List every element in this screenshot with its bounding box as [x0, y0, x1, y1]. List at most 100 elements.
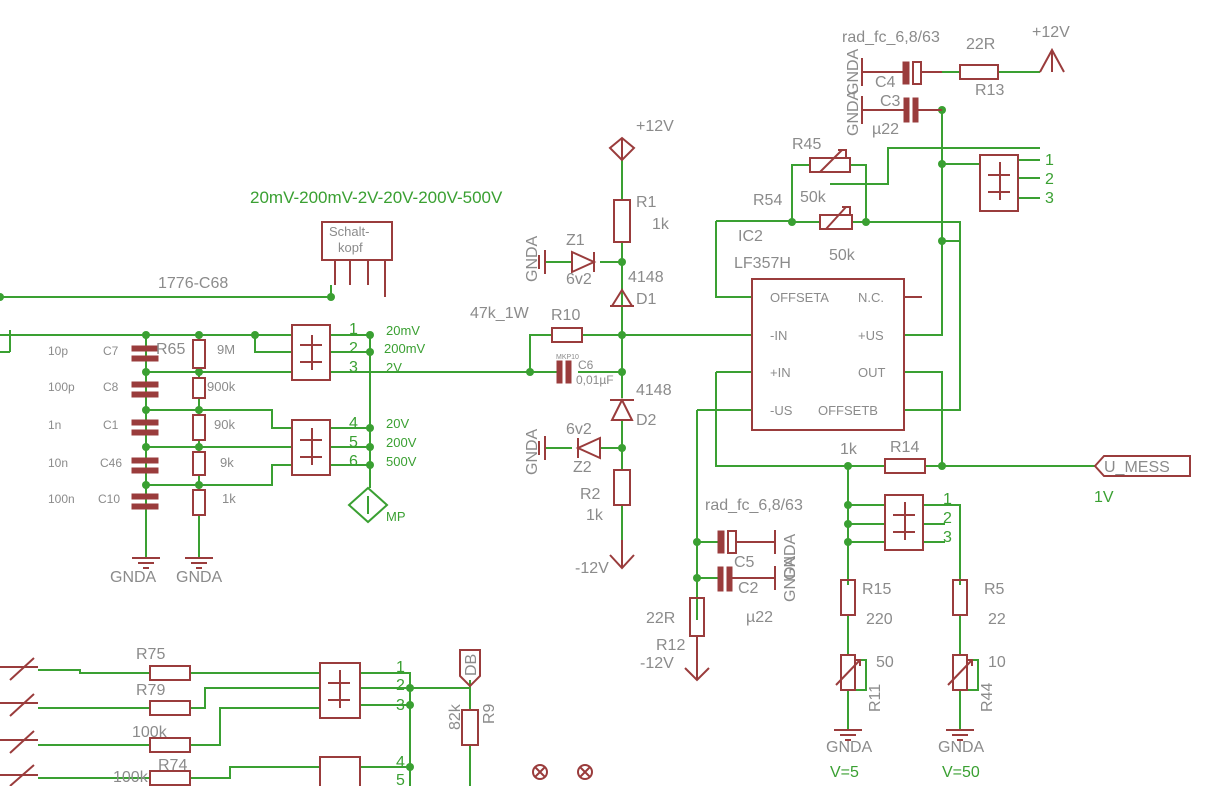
- r44-value: 10: [988, 654, 1006, 671]
- lower-block: [0, 649, 594, 787]
- lower-value-a: 100k: [132, 724, 168, 741]
- r75-name: R75: [136, 646, 165, 663]
- r9-value: 82k: [447, 703, 464, 730]
- res-value-4: 9k: [220, 455, 234, 470]
- gnda-label-3: GNDA: [826, 739, 873, 756]
- cap-name-2: C8: [103, 380, 119, 394]
- sw-b-label-2: 200V: [386, 435, 417, 450]
- c5-name: C5: [734, 554, 755, 571]
- d1-name: D1: [636, 291, 657, 308]
- r9-name: R9: [481, 703, 498, 724]
- range-title: 20mV-200mV-2V-20V-200V-500V: [250, 188, 503, 207]
- c6-type: MKP10: [556, 354, 579, 361]
- junctions: [0, 106, 946, 771]
- cap-value-2: 100p: [48, 380, 75, 394]
- sw-a-label-2: 200mV: [384, 341, 426, 356]
- r65-label: R65: [156, 341, 185, 358]
- c5-value: rad_fc_6,8/63: [705, 497, 803, 514]
- r54-value: 50k: [829, 247, 856, 264]
- z2-name: Z2: [573, 459, 592, 476]
- sw-c-pin-1: 1: [1045, 152, 1054, 169]
- r10-name: R10: [551, 307, 580, 324]
- opamp-pin-plus-in: +IN: [770, 365, 791, 380]
- c6-name: C6: [578, 358, 594, 372]
- opamp-type: LF357H: [734, 255, 791, 272]
- sw-e-pin-2: 2: [396, 677, 405, 694]
- r12-value: 22R: [646, 610, 675, 627]
- output-network: [884, 455, 1191, 477]
- minus12-label-1: -12V: [575, 560, 609, 577]
- c4-name: C4: [875, 74, 896, 91]
- gnda-label-4: GNDA: [938, 739, 985, 756]
- sw-d-pin-3: 3: [943, 529, 952, 546]
- r79-name: R79: [136, 682, 165, 699]
- cap-name-3: C1: [103, 418, 119, 432]
- r54-name: R54: [753, 192, 782, 209]
- res-value-3: 90k: [214, 417, 235, 432]
- d2-name: D2: [636, 412, 657, 429]
- sw-c-pin-3: 3: [1045, 190, 1054, 207]
- z1-name: Z1: [566, 232, 585, 249]
- sw-c-pin-2: 2: [1045, 171, 1054, 188]
- r2-value: 1k: [586, 507, 604, 524]
- schaltkopf: [321, 221, 393, 297]
- opamp-pin-out: OUT: [858, 365, 886, 380]
- r10-value: 47k_1W: [470, 305, 530, 322]
- gain-v5: V=5: [830, 764, 859, 781]
- gnda-label-1: GNDA: [110, 569, 157, 586]
- opamp-pin-nc: N.C.: [858, 290, 884, 305]
- gnda-vert-5: GNDA: [782, 533, 799, 580]
- res-value-2: 900k: [207, 379, 236, 394]
- sw-f-pin-4: 4: [396, 754, 405, 771]
- opamp-pin-minus-in: -IN: [770, 328, 787, 343]
- res-value-1: 9M: [217, 342, 235, 357]
- sw-f-pin-5: 5: [396, 772, 405, 786]
- opamp-pin-offseta: OFFSETA: [770, 290, 829, 305]
- plus12-label-2: +12V: [1032, 24, 1070, 41]
- z1-value: 6v2: [566, 271, 592, 288]
- c6-value: 0,01µF: [576, 373, 614, 387]
- d1-value: 4148: [628, 269, 664, 286]
- z2-value: 6v2: [566, 421, 592, 438]
- r12-name: R12: [656, 637, 685, 654]
- u-mess-port[interactable]: U_MESS: [1104, 459, 1170, 476]
- gnda-vert-1: GNDA: [524, 235, 541, 282]
- supply-caps-top: [861, 47, 1065, 124]
- opamp-name: IC2: [738, 228, 763, 245]
- c2-name: C2: [738, 580, 759, 597]
- mp-probe: [347, 486, 389, 524]
- c4-value: rad_fc_6,8/63: [842, 29, 940, 46]
- r13-name: R13: [975, 82, 1004, 99]
- cap-name-5: C10: [98, 492, 120, 506]
- gnda-vert-3: GNDA: [845, 48, 862, 95]
- mp-label: MP: [386, 509, 406, 524]
- r5-value: 22: [988, 611, 1006, 628]
- sw-a-label-1: 20mV: [386, 323, 420, 338]
- schaltkopf-label-1: Schalt-: [329, 224, 369, 239]
- divider-caps: [131, 345, 213, 569]
- sw-a-label-3: 2V: [386, 360, 402, 375]
- cap-name-4: C46: [100, 456, 122, 470]
- sw-b-pin-6: 6: [349, 453, 358, 470]
- opamp-pin-plus-us: +US: [858, 328, 884, 343]
- opamp-pin-minus-us: -US: [770, 403, 793, 418]
- cap-value-5: 100n: [48, 492, 75, 506]
- sw-d-pin-2: 2: [943, 510, 952, 527]
- cap-value-3: 1n: [48, 418, 61, 432]
- r5-name: R5: [984, 581, 1005, 598]
- sw-a-pin-2: 2: [349, 340, 358, 357]
- lower-value-b: 100k: [113, 769, 149, 786]
- r1-name: R1: [636, 194, 657, 211]
- trim-pots: [809, 149, 853, 230]
- r14-value: 1k: [840, 441, 858, 458]
- r11-name: R11: [867, 684, 884, 712]
- db-label: DB: [463, 654, 480, 676]
- supply-caps-bottom: [684, 530, 776, 682]
- minus12-label-2: -12V: [640, 655, 674, 672]
- r11-value: 50: [876, 654, 894, 671]
- gnda-vert-6: GNDA: [782, 555, 799, 602]
- opamp-body: [751, 278, 922, 431]
- r15-value: 220: [866, 611, 893, 628]
